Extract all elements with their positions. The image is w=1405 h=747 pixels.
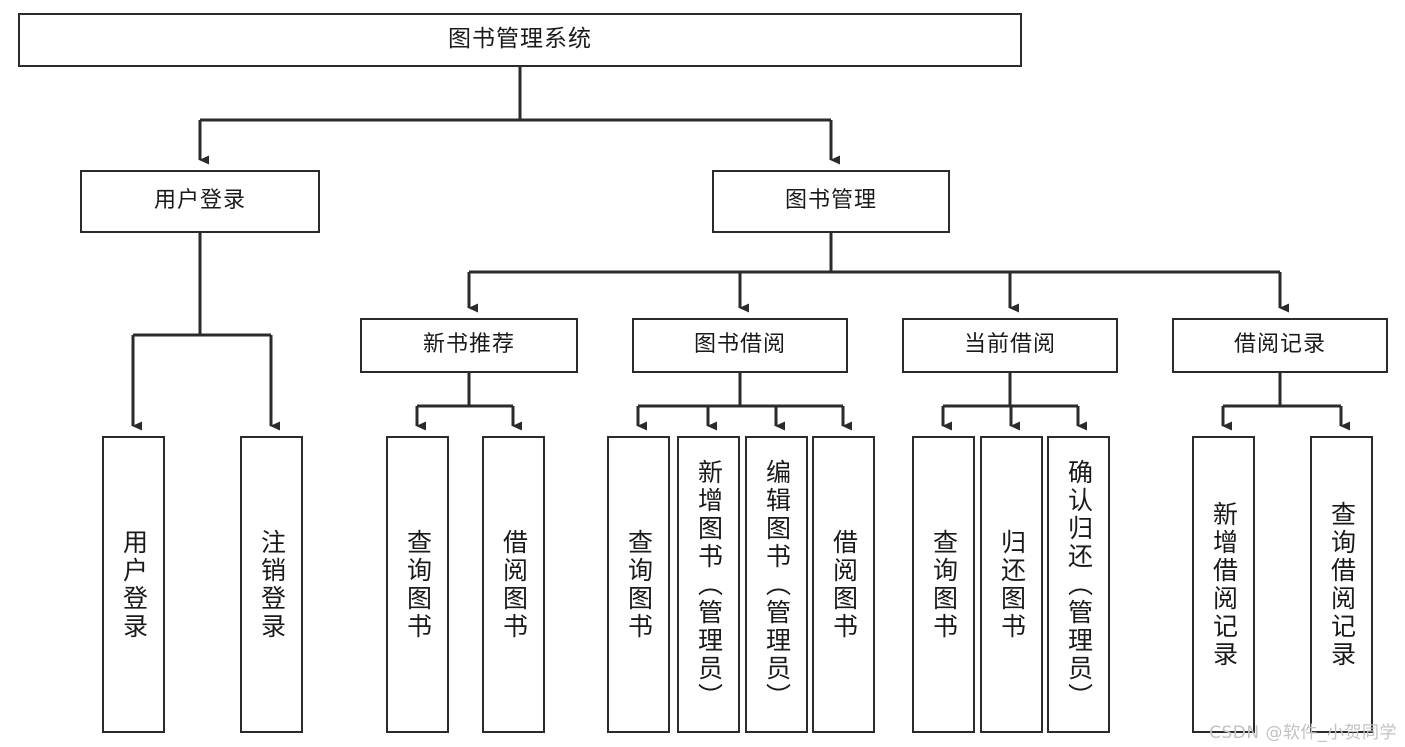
node-book-borrow-label: 图书借阅	[693, 332, 786, 358]
node-leaf-add-record[interactable]: 新增借阅记录	[1192, 436, 1255, 733]
node-leaf-query-book-1-label: 查询图书	[403, 528, 433, 641]
node-leaf-user-login[interactable]: 用户登录	[102, 436, 165, 733]
node-leaf-borrow-book-2-label: 借阅图书	[829, 528, 859, 641]
node-new-book-recommend[interactable]: 新书推荐	[360, 318, 578, 373]
node-leaf-confirm-return[interactable]: 确认归还（管理员）	[1047, 436, 1110, 733]
node-leaf-borrow-book-1-label: 借阅图书	[499, 528, 529, 641]
node-leaf-edit-book-label: 编辑图书（管理员）	[762, 458, 792, 711]
node-leaf-return-book-label: 归还图书	[997, 528, 1027, 641]
node-leaf-edit-book[interactable]: 编辑图书（管理员）	[745, 436, 808, 733]
node-leaf-add-book[interactable]: 新增图书（管理员）	[677, 436, 740, 733]
node-leaf-query-record-label: 查询借阅记录	[1327, 500, 1357, 669]
node-user-login[interactable]: 用户登录	[80, 170, 320, 233]
node-leaf-query-record[interactable]: 查询借阅记录	[1310, 436, 1373, 733]
node-leaf-query-book-3[interactable]: 查询图书	[912, 436, 975, 733]
node-new-book-recommend-label: 新书推荐	[422, 332, 515, 358]
node-leaf-query-book-2-label: 查询图书	[624, 528, 654, 641]
node-book-borrow[interactable]: 图书借阅	[632, 318, 848, 373]
node-leaf-logout[interactable]: 注销登录	[240, 436, 303, 733]
node-borrow-record-label: 借阅记录	[1233, 332, 1326, 358]
node-book-manage-label: 图书管理	[784, 188, 877, 214]
node-current-borrow-label: 当前借阅	[963, 332, 1056, 358]
node-leaf-query-book-2[interactable]: 查询图书	[607, 436, 670, 733]
node-leaf-return-book[interactable]: 归还图书	[980, 436, 1043, 733]
node-root-label: 图书管理系统	[448, 26, 592, 53]
node-leaf-query-book-1[interactable]: 查询图书	[386, 436, 449, 733]
node-root[interactable]: 图书管理系统	[18, 13, 1022, 67]
node-user-login-label: 用户登录	[153, 188, 246, 214]
node-current-borrow[interactable]: 当前借阅	[902, 318, 1118, 373]
node-leaf-add-book-label: 新增图书（管理员）	[694, 458, 724, 711]
node-leaf-logout-label: 注销登录	[257, 528, 287, 641]
node-leaf-borrow-book-1[interactable]: 借阅图书	[482, 436, 545, 733]
node-leaf-query-book-3-label: 查询图书	[929, 528, 959, 641]
node-leaf-add-record-label: 新增借阅记录	[1209, 500, 1239, 669]
node-leaf-confirm-return-label: 确认归还（管理员）	[1064, 458, 1094, 711]
node-borrow-record[interactable]: 借阅记录	[1172, 318, 1388, 373]
node-leaf-borrow-book-2[interactable]: 借阅图书	[812, 436, 875, 733]
node-leaf-user-login-label: 用户登录	[119, 528, 149, 641]
watermark: CSDN @软件_小贺同学	[1209, 723, 1397, 743]
node-book-manage[interactable]: 图书管理	[712, 170, 950, 233]
